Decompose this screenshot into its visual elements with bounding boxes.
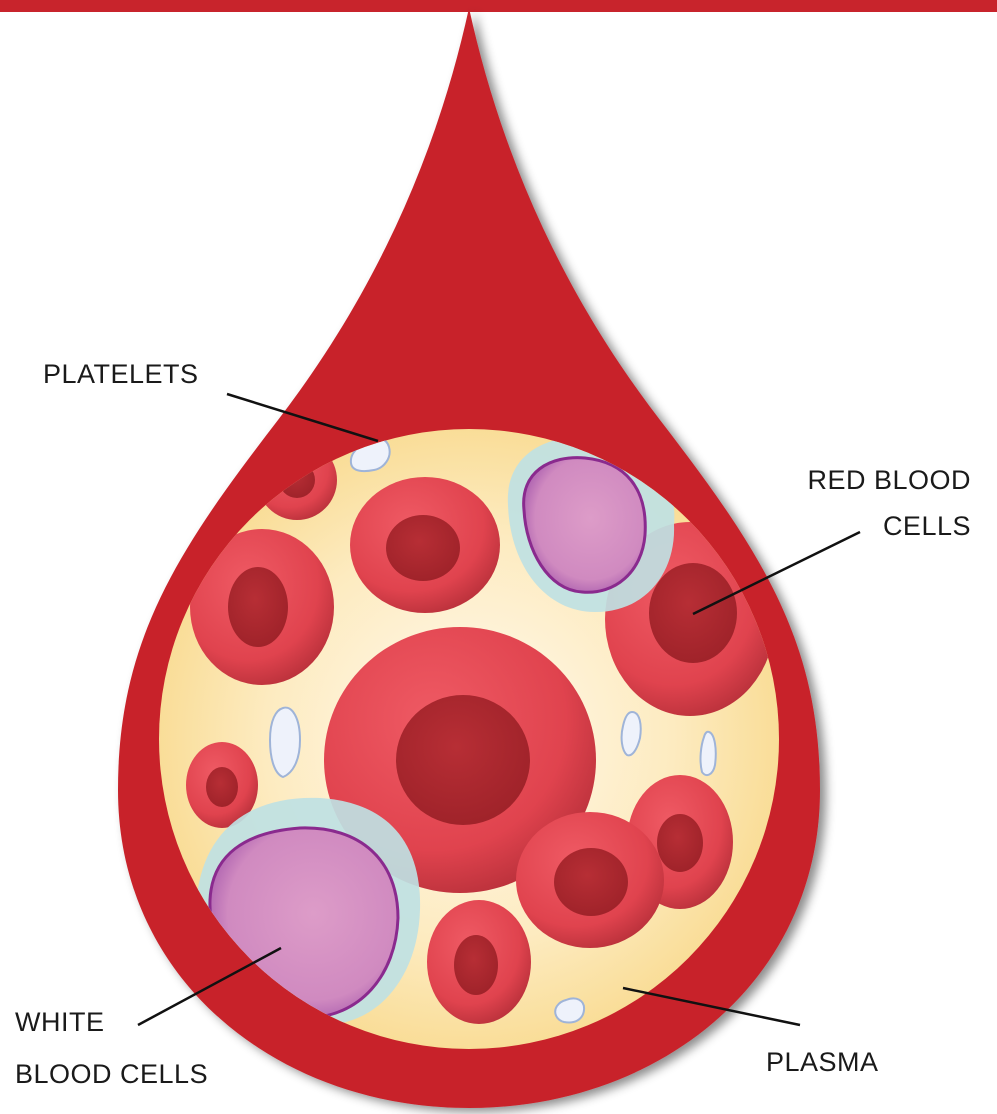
red-blood-cell: [350, 477, 500, 613]
white-blood-cells-label-line1: WHITE: [15, 1009, 105, 1036]
platelet: [555, 998, 584, 1022]
plasma-label: PLASMA: [766, 1049, 879, 1076]
platelet: [701, 732, 716, 775]
red-blood-cells-label-line2: CELLS: [883, 513, 971, 540]
red-blood-cell: [516, 812, 664, 948]
red-blood-cell: [427, 900, 531, 1024]
top-banner: [0, 0, 997, 12]
white-blood-cells-label-line2: BLOOD CELLS: [15, 1061, 208, 1088]
platelets-label: PLATELETS: [43, 361, 199, 388]
red-blood-cells-label-line1: RED BLOOD: [807, 467, 971, 494]
